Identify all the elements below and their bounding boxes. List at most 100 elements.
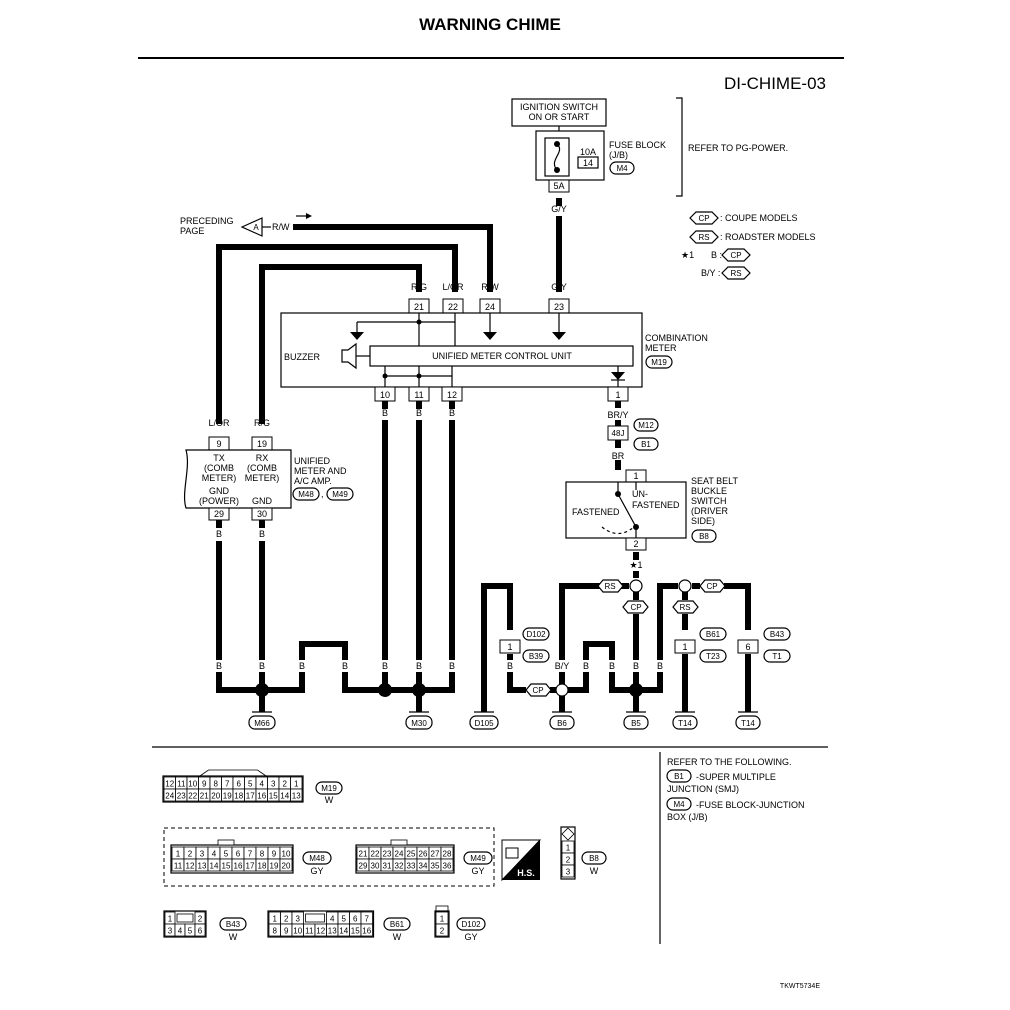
b61-pin-6: 6 bbox=[353, 915, 358, 924]
amp-connector-m49: M49 bbox=[332, 490, 348, 499]
refer-following-title: REFER TO THE FOLLOWING. bbox=[667, 757, 792, 767]
junction-conn-m12: M12 bbox=[638, 421, 654, 430]
m19-face bbox=[162, 775, 304, 803]
seat-belt-label-1: SEAT BELT bbox=[691, 476, 739, 486]
m48-pin-4: 4 bbox=[212, 850, 217, 859]
junction-wire-br: BR bbox=[612, 451, 625, 461]
branch-rs-1: RS bbox=[604, 582, 615, 591]
m19-pin-8: 8 bbox=[214, 780, 219, 789]
meter-top-wire-24: R/W bbox=[481, 282, 499, 292]
m19-pin-9: 9 bbox=[202, 780, 207, 789]
b61-pin-10: 10 bbox=[293, 927, 302, 936]
amp-pin-30: 30 bbox=[257, 509, 267, 519]
b61-color: W bbox=[393, 932, 402, 942]
b61-pin-14: 14 bbox=[339, 927, 348, 936]
fuse-connector-m4: M4 bbox=[616, 164, 628, 173]
preceding-connector-a: A bbox=[253, 223, 259, 232]
b61-connector: B61 bbox=[706, 630, 721, 639]
m49-pin-22: 22 bbox=[371, 850, 380, 859]
m49-pin-23: 23 bbox=[383, 850, 392, 859]
ground-m30-label: M30 bbox=[411, 719, 427, 728]
branch-cp-1: CP bbox=[630, 603, 641, 612]
b43-pin-1: 1 bbox=[168, 915, 173, 924]
m19-pin-14: 14 bbox=[280, 792, 289, 801]
m19-pin-5: 5 bbox=[248, 780, 253, 789]
seat-belt-pin-2: 2 bbox=[633, 539, 638, 549]
gw-345: B bbox=[342, 661, 348, 671]
combination-meter-connector: M19 bbox=[651, 358, 667, 367]
legend-star1-cp: CP bbox=[730, 251, 741, 260]
ground-branch-tags: RS CP CP RS CP B 1 D102 B39 B 1 B61 T23 … bbox=[216, 579, 791, 697]
seat-belt-pin-1: 1 bbox=[633, 471, 638, 481]
m48-pin-9: 9 bbox=[272, 850, 277, 859]
m48-pin-11: 11 bbox=[174, 862, 183, 871]
amp-label-2: METER AND bbox=[294, 466, 347, 476]
m48-pin-1: 1 bbox=[176, 850, 181, 859]
amp-label-3: A/C AMP. bbox=[294, 476, 332, 486]
ignition-power-block: IGNITION SWITCH ON OR START 10A 14 FUSE … bbox=[511, 97, 788, 214]
meter-top-wire-22: L/OR bbox=[442, 282, 464, 292]
refer-b1-text-2: JUNCTION (SMJ) bbox=[667, 784, 739, 794]
ground-t14a-label: T14 bbox=[678, 719, 692, 728]
ground-m30: M30 bbox=[405, 711, 433, 730]
seat-belt-buckle-switch: 1 UN- FASTENED FASTENED 2 SEAT BELT BUCK… bbox=[565, 469, 739, 593]
m49-pin-32: 32 bbox=[395, 862, 404, 871]
m49-pin-36: 36 bbox=[443, 862, 452, 871]
refer-pg-power: REFER TO PG-POWER. bbox=[688, 143, 788, 153]
gw-302: B bbox=[299, 661, 305, 671]
meter-pin-10: 10 bbox=[380, 390, 390, 400]
bottom-connector-tags: M19 W M48 GY M49 GY B8 W B43 W B61 W D10… bbox=[219, 781, 607, 942]
m48-key bbox=[217, 839, 235, 846]
b43-wire-b: B bbox=[745, 621, 751, 631]
m48-pin-7: 7 bbox=[248, 850, 253, 859]
gw-612: B bbox=[609, 661, 615, 671]
refer-following-block: REFER TO THE FOLLOWING. B1 -SUPER MULTIP… bbox=[666, 757, 805, 822]
refer-m4-tag: M4 bbox=[673, 800, 685, 809]
m19-pin-12: 12 bbox=[165, 780, 174, 789]
m19-pin-16: 16 bbox=[257, 792, 266, 801]
refer-b1-text-1: -SUPER MULTIPLE bbox=[696, 772, 776, 782]
gw-419: B bbox=[416, 661, 422, 671]
b43-pin-4: 4 bbox=[178, 927, 183, 936]
fuse-block-label-2: (J/B) bbox=[609, 150, 628, 160]
combination-meter: R/G L/OR R/W G/Y 21 22 24 23 UNIFIED MET… bbox=[280, 282, 708, 420]
b61-pin-4: 4 bbox=[330, 915, 335, 924]
amp-pin-29: 29 bbox=[214, 509, 224, 519]
ground-b5-label: B5 bbox=[631, 719, 641, 728]
branch-rs-2: RS bbox=[679, 603, 690, 612]
meter-pin-1: 1 bbox=[615, 390, 620, 400]
preceding-label-2: PAGE bbox=[180, 226, 204, 236]
ground-b6: B6 bbox=[549, 711, 575, 730]
m48-pin-17: 17 bbox=[246, 862, 255, 871]
seat-belt-star: ★1 bbox=[629, 560, 642, 570]
gw-636: B bbox=[633, 661, 639, 671]
meter-top-wire-21: R/G bbox=[411, 282, 427, 292]
upper-wiring bbox=[216, 198, 562, 424]
b61-tag: B61 bbox=[390, 920, 405, 929]
d102-tag: D102 bbox=[461, 920, 481, 929]
gw-385: B bbox=[382, 661, 388, 671]
fuse-block-label-1: FUSE BLOCK bbox=[609, 140, 666, 150]
amp-gnd-power-1: GND bbox=[209, 486, 230, 496]
ground-d105-label: D105 bbox=[474, 719, 494, 728]
b43-face bbox=[163, 910, 207, 938]
b43-key bbox=[176, 913, 194, 923]
m49-pin-33: 33 bbox=[407, 862, 416, 871]
legend-star1-by: B/Y : bbox=[701, 268, 720, 278]
meter-bottom-wire-12: B bbox=[449, 408, 455, 418]
m49-key bbox=[390, 839, 408, 846]
m19-tag: M19 bbox=[321, 784, 337, 793]
legend-rs-text: : ROADSTER MODELS bbox=[720, 232, 816, 242]
b43-pin-5: 5 bbox=[188, 927, 193, 936]
m48-pin-19: 19 bbox=[270, 862, 279, 871]
buzzer-label: BUZZER bbox=[284, 352, 321, 362]
ground-m66: M66 bbox=[248, 711, 276, 730]
d102-face bbox=[434, 910, 450, 938]
seat-belt-label-3: SWITCH bbox=[691, 496, 727, 506]
b43-pin-6-cell bbox=[194, 923, 206, 937]
meter-bottom-wire-10: B bbox=[382, 408, 388, 418]
section-code: DI-CHIME-03 bbox=[724, 74, 826, 93]
refer-m4-text-1: -FUSE BLOCK-JUNCTION bbox=[696, 800, 805, 810]
seat-belt-fastened: FASTENED bbox=[572, 507, 620, 517]
refer-b1-tag: B1 bbox=[674, 772, 684, 781]
